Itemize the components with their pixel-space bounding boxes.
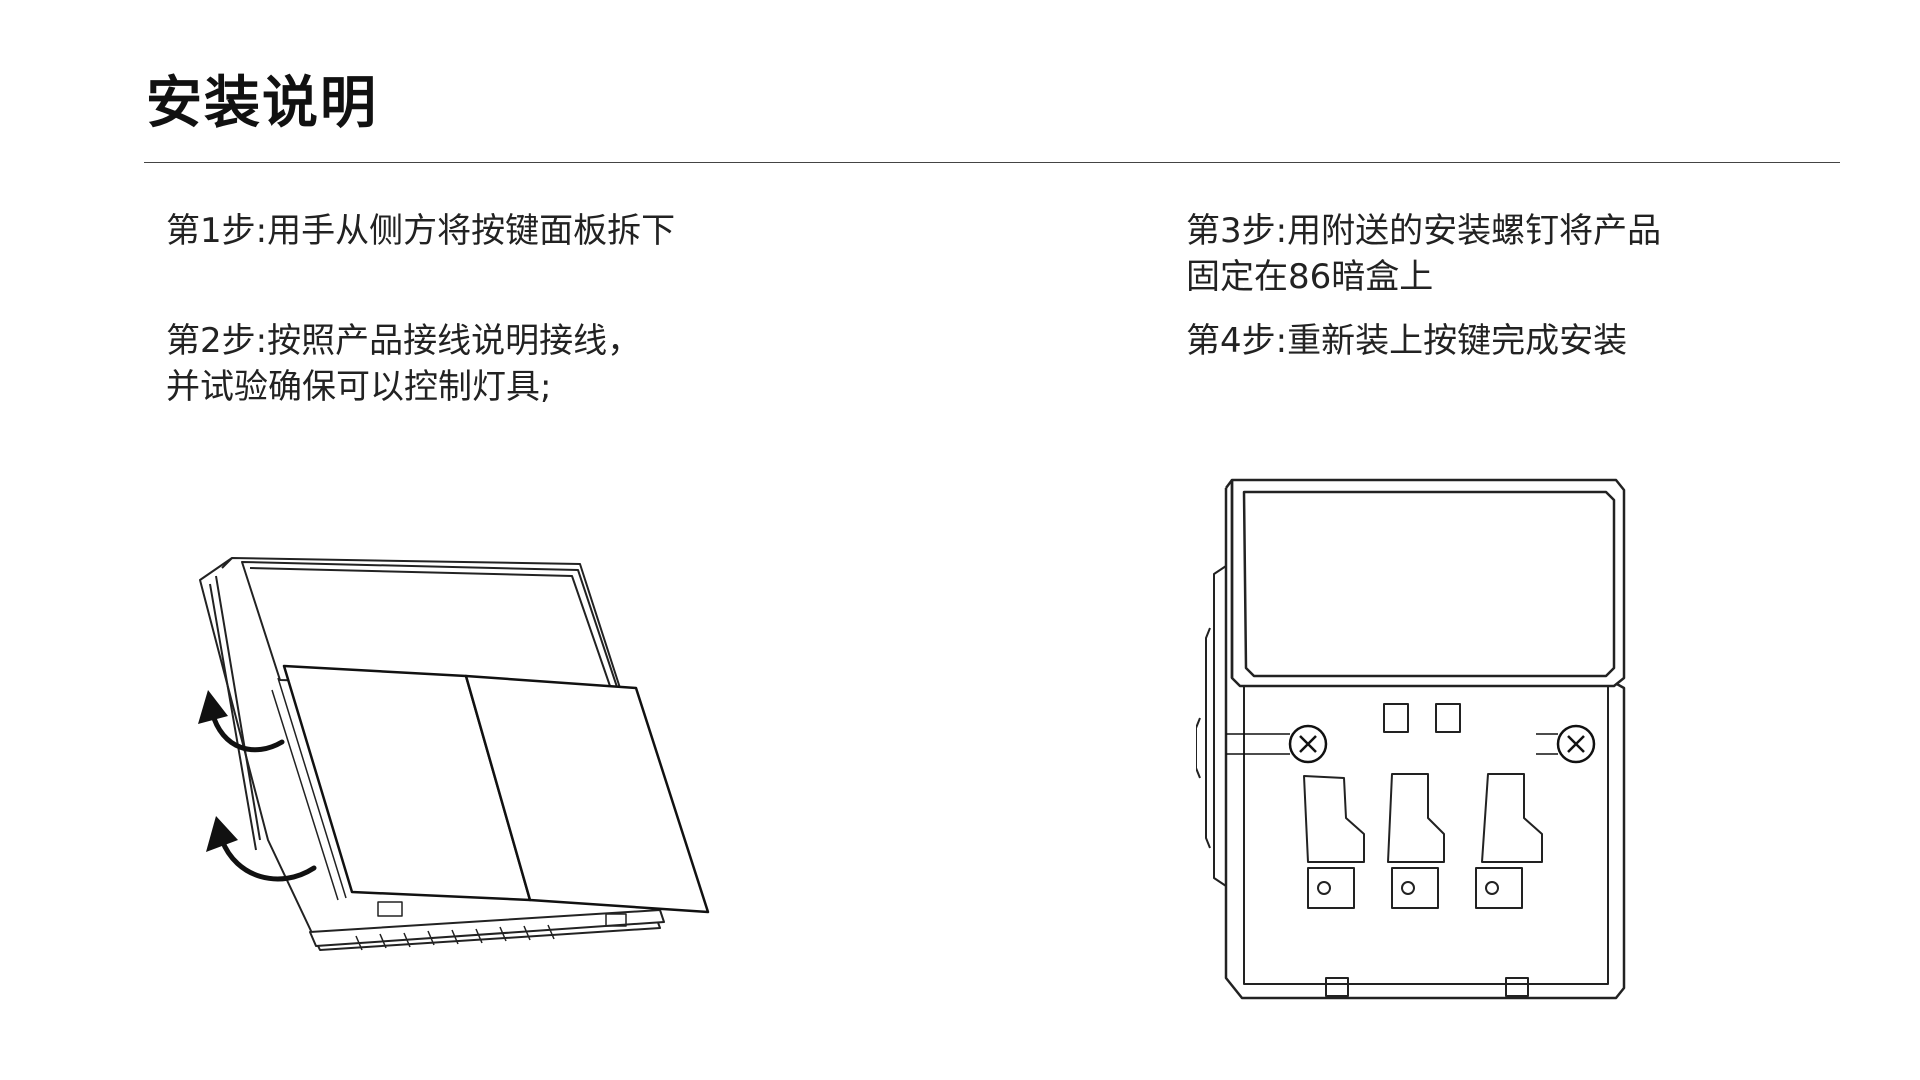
- step-2: 第2步:按照产品接线说明接线， 并试验确保可以控制灯具;: [166, 318, 641, 410]
- step-3-text-line1: 第3步:用附送的安装螺钉将产品: [1186, 211, 1662, 251]
- title-divider: [144, 162, 1840, 163]
- step-2-text-line2: 并试验确保可以控制灯具;: [166, 367, 552, 407]
- step-4: 第4步:重新装上按键完成安装: [1186, 318, 1627, 364]
- step-1: 第1步:用手从侧方将按键面板拆下: [166, 208, 675, 254]
- key-panel-right: [464, 674, 710, 914]
- mounted-base-illustration: [1196, 478, 1626, 1000]
- page-title: 安装说明: [146, 71, 378, 136]
- step-4-text: 第4步:重新装上按键完成安装: [1186, 321, 1628, 361]
- curved-arrow-icon: [209, 709, 317, 882]
- panel-removal-illustration: [198, 557, 710, 951]
- step-2-text-line1: 第2步:按照产品接线说明接线，: [166, 321, 642, 361]
- step-3: 第3步:用附送的安装螺钉将产品 固定在86暗盒上: [1186, 208, 1661, 300]
- step-3-text-line2: 固定在86暗盒上: [1186, 257, 1434, 297]
- step-1-text: 第1步:用手从侧方将按键面板拆下: [166, 211, 676, 251]
